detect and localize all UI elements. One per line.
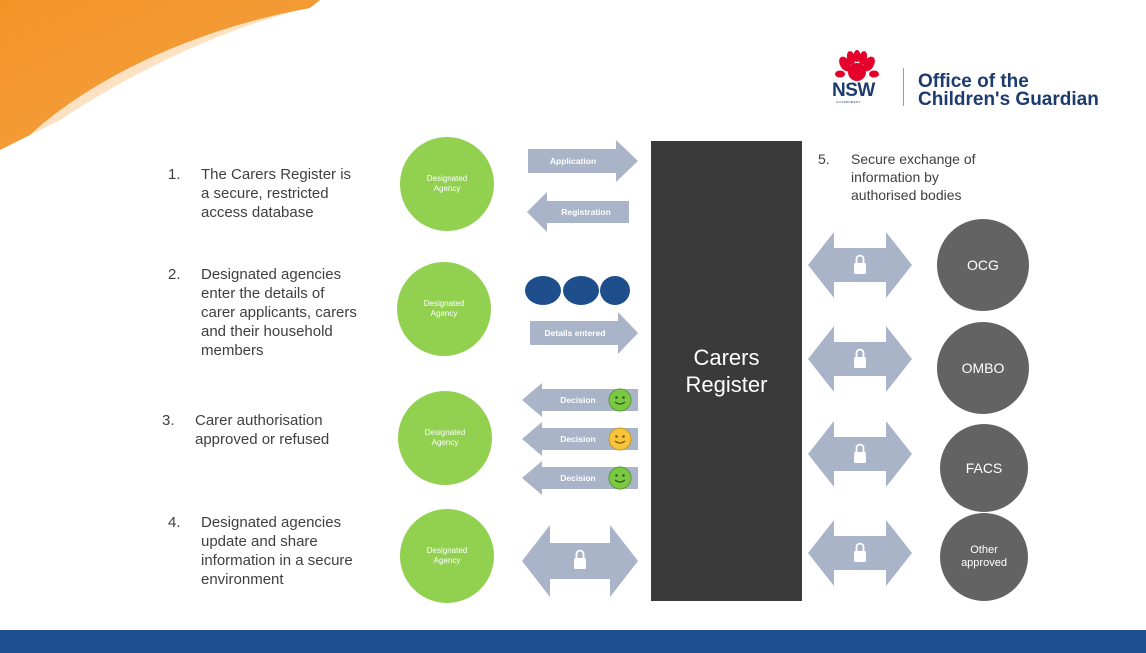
step-text: Carer authorisation approved or refused (195, 411, 405, 449)
body-ocg: OCG (937, 219, 1029, 311)
step-number: 2. (168, 266, 181, 283)
step-text: The Carers Register is a secure, restric… (201, 165, 411, 222)
agency-label: Designated Agency (426, 174, 468, 193)
step-text: Secure exchange of information by author… (851, 150, 1051, 204)
secure-exchange-arrow-ombo (808, 326, 912, 392)
arrow-right-shape (528, 140, 638, 182)
body-ombo: OMBO (937, 322, 1029, 414)
register-label-line1: Carers (693, 345, 760, 370)
agency-label: Designated Agency (423, 299, 465, 318)
designated-agency-1: Designated Agency (400, 137, 494, 231)
step-number: 1. (168, 166, 181, 183)
lock-icon (854, 542, 866, 562)
org-name-line2: Children's Guardian (918, 89, 1099, 110)
smiley-icon (608, 466, 632, 490)
step-text: Designated agencies enter the details of… (201, 265, 411, 360)
step-line: Designated agencies (201, 266, 342, 283)
designated-agency-4: Designated Agency (400, 509, 494, 603)
application-arrow: Application (528, 140, 638, 182)
body-label-line2: approved (961, 557, 1007, 569)
step-line: authorised bodies (851, 187, 962, 203)
logo-divider (903, 68, 904, 106)
step-number: 5. (818, 151, 830, 167)
arrow-left-shape (527, 192, 629, 232)
step-line: Carer authorisation (195, 412, 323, 429)
secure-exchange-arrow-ocg (808, 232, 912, 298)
body-facs: FACS (940, 424, 1028, 512)
arrow-label: Decision (560, 395, 596, 405)
lock-icon (854, 348, 866, 368)
org-name: Office of the Children's Guardian (918, 71, 1099, 110)
step-line: The Carers Register is (201, 166, 352, 183)
agency-label: Designated Agency (426, 546, 468, 565)
arrow-label: Registration (561, 207, 611, 217)
details-entered-arrow: Details entered (530, 312, 638, 354)
registration-arrow: Registration (527, 192, 629, 232)
secure-exchange-arrow-other (808, 520, 912, 586)
body-label: OCG (967, 257, 999, 273)
body-label: OMBO (961, 360, 1005, 376)
arrow-left-shape (522, 461, 638, 495)
step-number: 4. (168, 514, 181, 531)
step-line: Designated agencies (201, 514, 342, 531)
step-text: Designated agencies update and share inf… (201, 513, 411, 589)
register-label-line2: Register (685, 372, 768, 397)
progress-dot (600, 276, 630, 305)
nsw-wordmark: NSW (832, 80, 875, 101)
arrow-label: Decision (560, 434, 596, 444)
step-line: and their household (201, 323, 333, 340)
step-line: update and share (201, 533, 318, 550)
lock-icon (854, 254, 866, 274)
decision-arrow-pending: Decision (522, 422, 638, 456)
step-line: carer applicants, carers (201, 304, 357, 321)
step-line: access database (201, 204, 314, 221)
arrow-right-shape (530, 312, 638, 354)
step-line: approved or refused (195, 431, 330, 448)
body-label-line1: Other (970, 544, 998, 556)
step-line: members (201, 342, 264, 359)
smiley-icon (608, 427, 632, 451)
carers-register: Carers Register (651, 141, 802, 601)
arrow-left-shape (522, 422, 638, 456)
step-line: environment (201, 571, 284, 588)
body-other-approved: Other approved (940, 513, 1028, 601)
secure-exchange-arrow-facs (808, 421, 912, 487)
arrow-label: Application (549, 156, 597, 166)
step-line: a secure, restricted (201, 185, 329, 202)
designated-agency-3: Designated Agency (398, 391, 492, 485)
progress-dot (563, 276, 599, 305)
lock-icon (574, 549, 586, 569)
arrow-label: Decision (560, 473, 596, 483)
step-line: information by (851, 169, 939, 185)
decision-arrow-approved-top: Decision (522, 383, 638, 417)
government-wordmark: GOVERNMENT (836, 100, 861, 104)
arrow-label: Details entered (544, 328, 606, 338)
step-line: Secure exchange of (851, 151, 976, 167)
org-name-line1: Office of the (918, 71, 1029, 92)
arrow-left-shape (522, 383, 638, 417)
orange-swoosh (0, 0, 320, 150)
step-number: 3. (162, 412, 175, 429)
decision-arrow-approved-bottom: Decision (522, 461, 638, 495)
smiley-icon (608, 388, 632, 412)
footer-bar (0, 630, 1146, 653)
designated-agency-2: Designated Agency (397, 262, 491, 356)
step-line: information in a secure (201, 552, 353, 569)
body-label: FACS (965, 460, 1003, 476)
secure-exchange-arrow-agency (522, 525, 638, 597)
agency-label: Designated Agency (424, 428, 466, 447)
progress-dot (525, 276, 561, 305)
lock-icon (854, 443, 866, 463)
step-line: enter the details of (201, 285, 325, 302)
waratah-icon (835, 50, 879, 81)
